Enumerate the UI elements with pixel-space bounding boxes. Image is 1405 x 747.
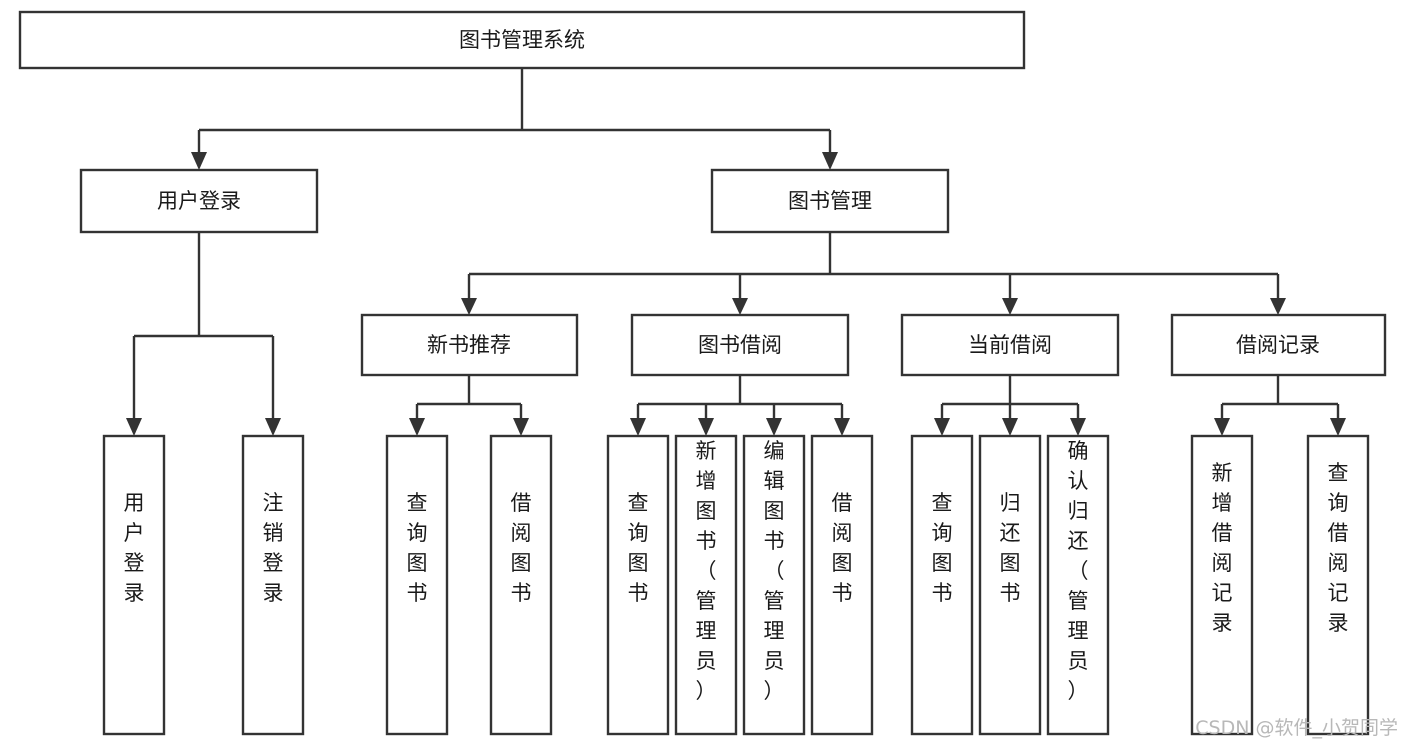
node-book-manage[interactable]: 图书管理: [710, 168, 950, 234]
arrow-head-leaf-confirm-return: [1070, 418, 1086, 436]
node-user-login-box[interactable]: [79, 168, 319, 234]
leaf-borrow-book-1-box[interactable]: [489, 434, 553, 736]
leaf-borrow-book-2[interactable]: 借阅图书: [810, 434, 874, 736]
node-new-book-recommend-label: 新书推荐: [427, 333, 511, 357]
leaf-user-login-label: 用户登录: [124, 491, 145, 605]
leaf-query-book-3[interactable]: 查询图书: [910, 434, 974, 736]
leaf-edit-book-box[interactable]: [742, 434, 806, 736]
leaf-query-record-box[interactable]: [1306, 434, 1370, 736]
arrow-head-leaf-borrow-book-2: [834, 418, 850, 436]
arrow-head-user-login: [191, 152, 207, 170]
leaf-confirm-return[interactable]: 确认归还（管理员）: [1046, 434, 1110, 736]
arrow-head-borrow-record: [1270, 298, 1286, 315]
csdn-watermark: CSDN @软件_小贺同学: [1195, 717, 1398, 739]
node-book-manage-label: 图书管理: [788, 189, 872, 213]
leaf-user-login-box[interactable]: [102, 434, 166, 736]
leaf-return-book-label: 归还图书: [1000, 491, 1021, 605]
node-borrow-record[interactable]: 借阅记录: [1170, 313, 1387, 377]
leaf-query-book-3-box[interactable]: [910, 434, 974, 736]
arrow-head-leaf-query-book-2: [630, 418, 646, 436]
node-book-borrow[interactable]: 图书借阅: [630, 313, 850, 377]
node-book-manage-box[interactable]: [710, 168, 950, 234]
leaf-query-book-2-label: 查询图书: [628, 491, 649, 605]
node-current-borrow-box[interactable]: [900, 313, 1120, 377]
leaf-logout-login-box[interactable]: [241, 434, 305, 736]
arrow-head-leaf-return-book: [1002, 418, 1018, 436]
leaf-logout-login[interactable]: 注销登录: [241, 434, 305, 736]
arrow-head-book-manage: [822, 152, 838, 170]
leaf-add-book-box[interactable]: [674, 434, 738, 736]
leaf-return-book[interactable]: 归还图书: [978, 434, 1042, 736]
leaf-borrow-book-1-label: 借阅图书: [511, 491, 532, 605]
leaf-logout-login-label: 注销登录: [263, 491, 284, 605]
arrow-head-leaf-query-book-3: [934, 418, 950, 436]
node-borrow-record-box[interactable]: [1170, 313, 1387, 377]
leaf-borrow-book-2-label: 借阅图书: [832, 491, 853, 605]
arrow-head-leaf-user-login: [126, 418, 142, 436]
leaf-edit-book[interactable]: 编辑图书（管理员）: [742, 434, 806, 736]
node-borrow-record-label: 借阅记录: [1236, 333, 1320, 357]
node-user-login-label: 用户登录: [157, 189, 241, 213]
leaf-query-book-3-label: 查询图书: [932, 491, 953, 605]
arrow-head-leaf-add-record: [1214, 418, 1230, 436]
leaf-user-login[interactable]: 用户登录: [102, 434, 166, 736]
arrow-head-leaf-query-book-1: [409, 418, 425, 436]
leaf-borrow-book-1[interactable]: 借阅图书: [489, 434, 553, 736]
node-new-book-recommend[interactable]: 新书推荐: [360, 313, 579, 377]
leaf-query-book-2[interactable]: 查询图书: [606, 434, 670, 736]
leaf-add-record-box[interactable]: [1190, 434, 1254, 736]
node-current-borrow-label: 当前借阅: [968, 333, 1052, 357]
leaf-return-book-box[interactable]: [978, 434, 1042, 736]
node-current-borrow[interactable]: 当前借阅: [900, 313, 1120, 377]
leaf-confirm-return-label: 确认归还（管理员）: [1068, 439, 1089, 703]
leaf-query-book-1-box[interactable]: [385, 434, 449, 736]
arrow-head-new-book-recommend: [461, 298, 477, 315]
arrow-head-current-borrow: [1002, 298, 1018, 315]
leaf-confirm-return-box[interactable]: [1046, 434, 1110, 736]
leaf-add-book-label: 新增图书（管理员）: [696, 439, 717, 703]
node-book-borrow-box[interactable]: [630, 313, 850, 377]
leaf-query-book-2-box[interactable]: [606, 434, 670, 736]
arrow-head-book-borrow: [732, 298, 748, 315]
node-root-box[interactable]: [18, 10, 1026, 70]
arrow-head-leaf-borrow-book-1: [513, 418, 529, 436]
connectors-layer: [126, 68, 1346, 436]
arrow-head-leaf-logout-login: [265, 418, 281, 436]
leaf-add-book[interactable]: 新增图书（管理员）: [674, 434, 738, 736]
node-root-label: 图书管理系统: [459, 28, 585, 52]
arrow-head-leaf-edit-book: [766, 418, 782, 436]
leaf-query-book-1-label: 查询图书: [407, 491, 428, 605]
leaf-query-book-1[interactable]: 查询图书: [385, 434, 449, 736]
node-root[interactable]: 图书管理系统: [18, 10, 1026, 70]
leaf-query-record-label: 查询借阅记录: [1328, 461, 1349, 635]
node-user-login[interactable]: 用户登录: [79, 168, 319, 234]
arrow-head-leaf-query-record: [1330, 418, 1346, 436]
leaf-add-record[interactable]: 新增借阅记录: [1190, 434, 1254, 736]
leaf-add-record-label: 新增借阅记录: [1212, 461, 1233, 635]
leaf-edit-book-label: 编辑图书（管理员）: [764, 439, 785, 703]
leaf-query-record[interactable]: 查询借阅记录: [1306, 434, 1370, 736]
node-new-book-recommend-box[interactable]: [360, 313, 579, 377]
leaf-borrow-book-2-box[interactable]: [810, 434, 874, 736]
arrow-head-leaf-add-book: [698, 418, 714, 436]
node-book-borrow-label: 图书借阅: [698, 333, 782, 357]
